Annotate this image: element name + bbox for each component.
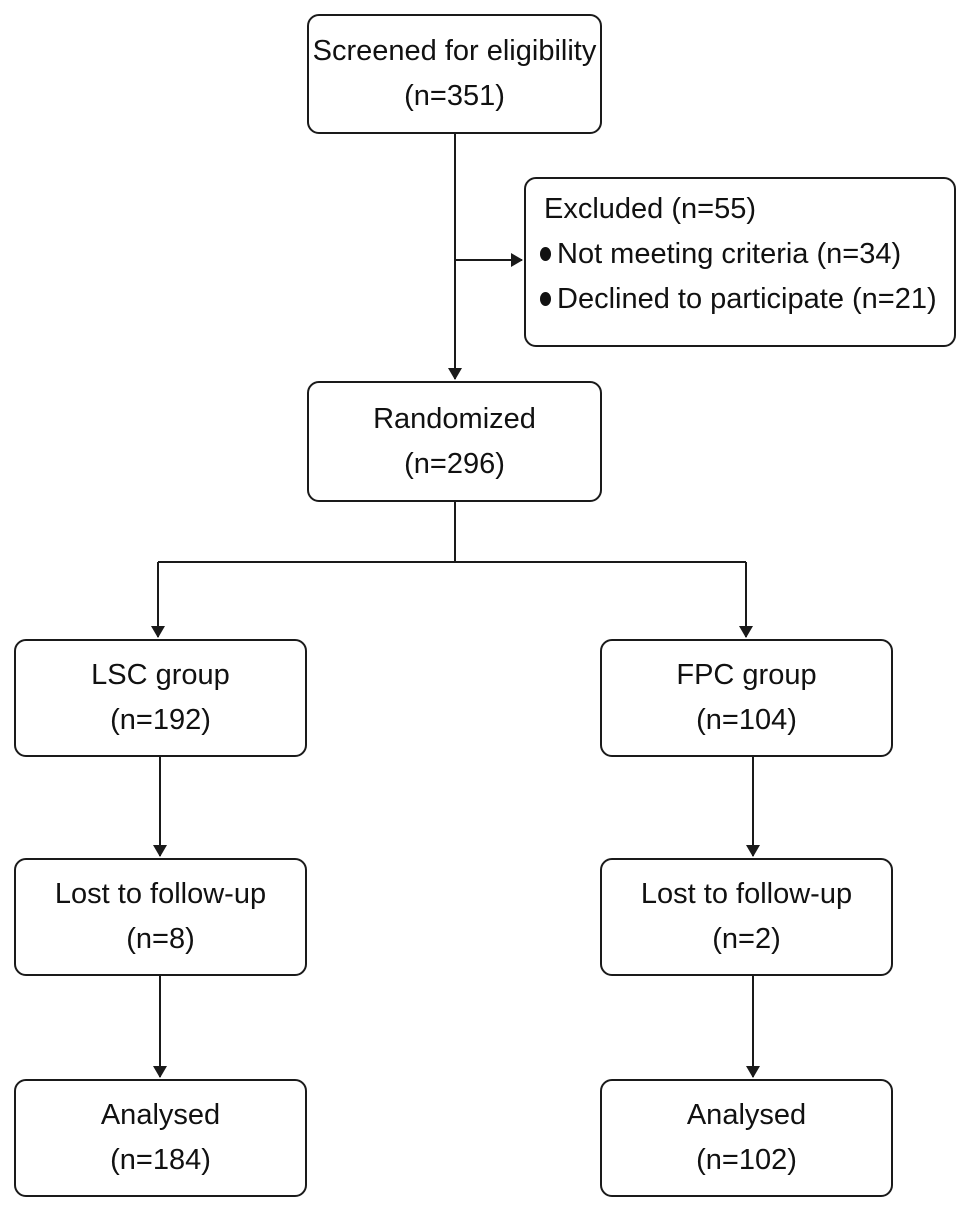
exclusion-reason-item: Not meeting criteria (n=34): [540, 232, 940, 277]
lsc-group-label: LSC group: [91, 659, 230, 692]
fpc-group-box: FPC group (n=104): [600, 639, 893, 757]
fpc-analysed-label: Analysed: [686, 1099, 807, 1132]
lsc-lost-to-follow-up-box: Lost to follow-up (n=8): [14, 858, 307, 976]
lsc-lost-label: Lost to follow-up: [54, 878, 267, 911]
fpc-analysed-count: (n=102): [696, 1144, 797, 1176]
lsc-analysed-label: Analysed: [100, 1099, 221, 1132]
exclusion-reason-label: Declined to participate (n=21): [557, 282, 937, 315]
excluded-box: Excluded (n=55) Not meeting criteria (n=…: [524, 177, 956, 347]
randomized-label: Randomized: [373, 402, 536, 435]
randomized-box: Randomized (n=296): [307, 381, 602, 502]
fpc-lost-label: Lost to follow-up: [640, 878, 853, 911]
randomized-count: (n=296): [404, 447, 505, 480]
lsc-analysed-count: (n=184): [110, 1144, 211, 1176]
screened-label: Screened for eligibility: [312, 35, 597, 68]
lsc-group-count: (n=192): [110, 704, 211, 736]
fpc-analysed-box: Analysed (n=102): [600, 1079, 893, 1197]
fpc-lost-to-follow-up-box: Lost to follow-up (n=2): [600, 858, 893, 976]
lsc-group-box: LSC group (n=192): [14, 639, 307, 757]
exclusion-reasons-list: Not meeting criteria (n=34) Declined to …: [540, 232, 940, 322]
fpc-lost-count: (n=2): [712, 923, 781, 955]
excluded-heading: Excluded (n=55): [544, 193, 756, 225]
fpc-group-label: FPC group: [676, 659, 817, 692]
exclusion-reason-label: Not meeting criteria (n=34): [557, 237, 902, 270]
fpc-group-count: (n=104): [696, 704, 797, 736]
exclusion-reason-item: Declined to participate (n=21): [540, 277, 940, 322]
lsc-lost-count: (n=8): [126, 923, 195, 955]
bullet-icon: [540, 292, 551, 307]
lsc-analysed-box: Analysed (n=184): [14, 1079, 307, 1197]
bullet-icon: [540, 247, 551, 262]
screened-box: Screened for eligibility (n=351): [307, 14, 602, 134]
screened-count: (n=351): [404, 80, 505, 112]
